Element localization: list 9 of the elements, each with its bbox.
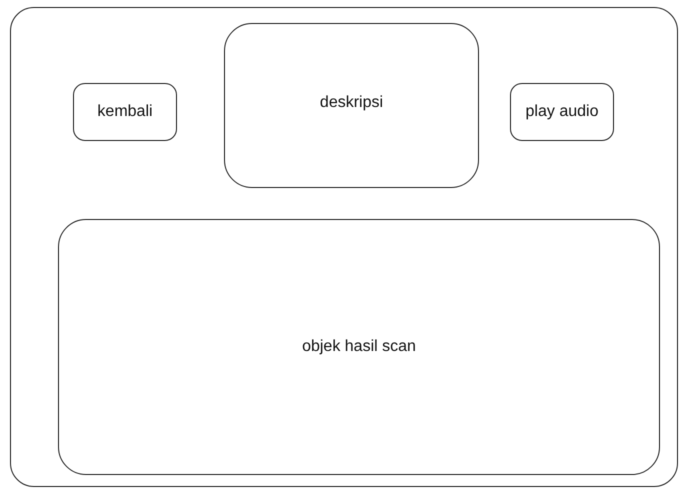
scan-result-area — [58, 219, 660, 475]
button-label: play audio — [524, 103, 600, 121]
button-label: kembali — [96, 103, 154, 121]
screen-frame — [10, 7, 678, 487]
panel-label: objek hasil scan — [301, 338, 417, 356]
play-audio-button — [510, 83, 614, 141]
panel-label: deskripsi — [318, 94, 384, 112]
description-panel — [224, 23, 479, 188]
back-button — [73, 83, 177, 141]
